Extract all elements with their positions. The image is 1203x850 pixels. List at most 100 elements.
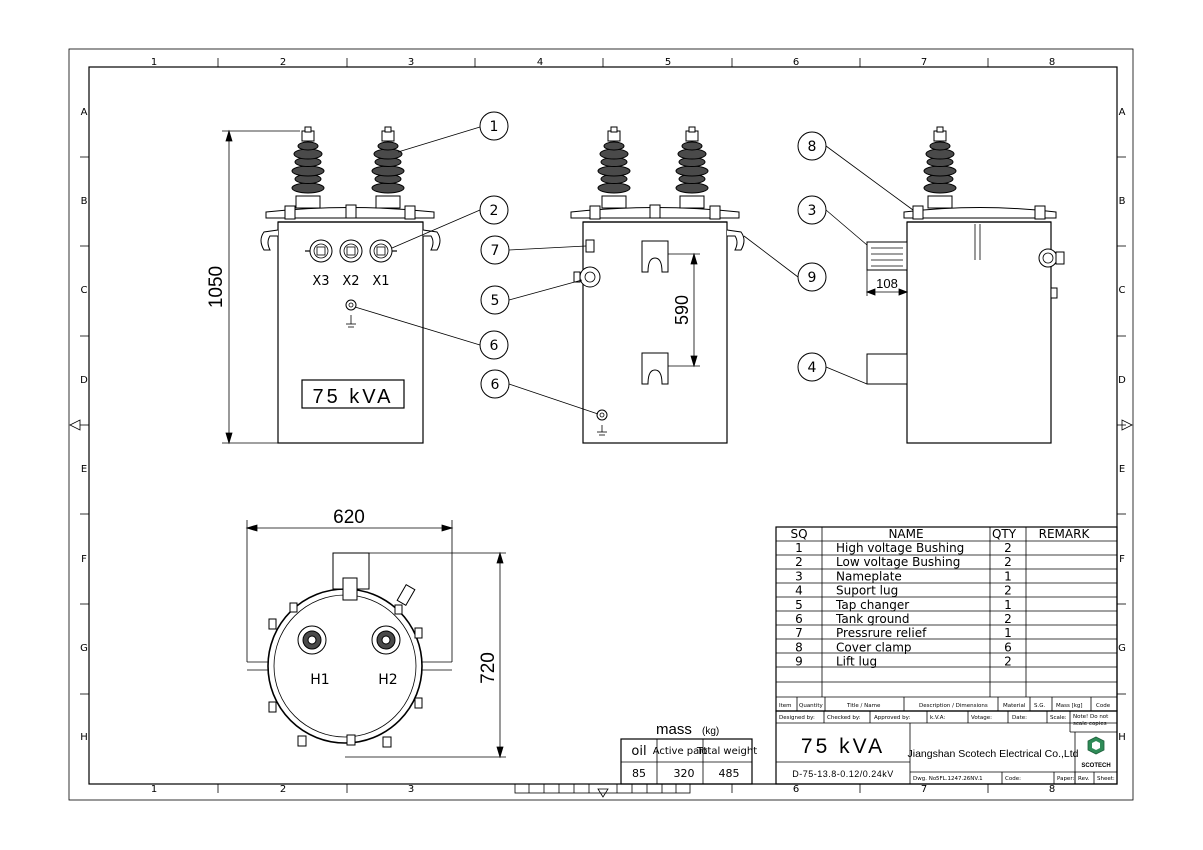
- bom-cell-sq: 2: [795, 555, 803, 569]
- bom-cell-qty: 2: [1004, 655, 1012, 669]
- row-label: C: [81, 285, 88, 296]
- front-view: X3 X2 X1 75 kVA 1050 1 2: [206, 111, 509, 445]
- hv-terminal-label: H2: [378, 672, 397, 688]
- title-cell: Note! Do not: [1073, 714, 1109, 720]
- bom-footer-cell: Mass [kg]: [1056, 703, 1083, 709]
- balloon-label: 7: [491, 243, 500, 259]
- balloon-label: 2: [490, 203, 499, 219]
- col-label: 1: [151, 57, 157, 68]
- balloon-label: 5: [491, 293, 500, 309]
- bom-cell-qty: 6: [1004, 640, 1012, 654]
- row-label: F: [81, 554, 87, 565]
- hv-bushing: [291, 126, 325, 209]
- balloon-label: 6: [490, 338, 499, 354]
- title-cell: Approved by:: [874, 715, 910, 721]
- bom-footer-cell: Item: [779, 703, 792, 709]
- bom-footer-cell: Description / Dimensions: [919, 703, 988, 709]
- title-cell: Votage:: [971, 715, 992, 721]
- dwg-no: 5FL.1247.26NV.1: [936, 776, 983, 782]
- row-label: H: [1118, 732, 1126, 743]
- col-label: 8: [1049, 57, 1055, 68]
- bom-cell-name: Tank ground: [835, 612, 910, 626]
- lv-terminal-label: X1: [372, 274, 389, 289]
- balloon-label: 1: [490, 119, 499, 135]
- hv-terminal-label: H1: [310, 672, 329, 688]
- balloon-label: 3: [808, 203, 817, 219]
- row-label: F: [1119, 554, 1125, 565]
- hv-bushing: [675, 126, 709, 209]
- row-label: D: [1118, 375, 1126, 386]
- bom-cell-name: Pressrure relief: [836, 626, 927, 640]
- title-cell: scale copies: [1073, 721, 1107, 727]
- bom-cell-sq: 8: [795, 640, 803, 654]
- row-label: B: [81, 196, 88, 207]
- mass-value: 485: [719, 767, 740, 780]
- bom-cell-name: Lift lug: [836, 655, 877, 669]
- mass-header: Total weight: [696, 746, 757, 757]
- bom-cell-qty: 1: [1004, 626, 1012, 640]
- hv-bushing: [371, 126, 405, 209]
- dim-lug-spacing: 590: [672, 295, 692, 325]
- dim-height: 1050: [206, 266, 227, 308]
- col-label: 6: [793, 784, 799, 795]
- bom-cell-name: Suport lug: [836, 584, 898, 598]
- row-label: G: [1118, 643, 1126, 654]
- nameplate: [866, 241, 908, 271]
- col-label: 7: [921, 57, 927, 68]
- logo-text: SCOTECH: [1081, 763, 1110, 769]
- row-label: A: [81, 107, 88, 118]
- mass-value: 320: [674, 767, 695, 780]
- lv-bushings: [305, 239, 397, 263]
- bom-cell-qty: 1: [1004, 569, 1012, 583]
- bom-header: REMARK: [1039, 527, 1091, 541]
- bom-cell-sq: 5: [795, 598, 803, 612]
- bom-cell-qty: 2: [1004, 584, 1012, 598]
- bom-cell-qty: 1: [1004, 598, 1012, 612]
- company-name: Jiangshan Scotech Electrical Co.,Ltd: [907, 748, 1078, 760]
- bom-footer-cell: S.G.: [1034, 703, 1046, 709]
- code-label: Code:: [1005, 776, 1021, 782]
- bom-cell-qty: 2: [1004, 555, 1012, 569]
- mass-header: Active part: [653, 746, 708, 757]
- mass-unit: (kg): [702, 726, 719, 737]
- bom-cell-sq: 6: [795, 612, 803, 626]
- balloon-label: 9: [808, 270, 817, 286]
- title-cell: Scale:: [1050, 715, 1067, 721]
- drawing-frame: 1 2 3 4 5 6 7 8 1 2 3 6 7 8 A B C D E F …: [68, 48, 1134, 801]
- mass-table: mass (kg) oil Active part Total weight 8…: [620, 721, 757, 785]
- col-label: 5: [665, 57, 671, 68]
- balloon-label: 8: [808, 139, 817, 155]
- title-block: Designed by: Checked by: Approved by: k.…: [775, 710, 1118, 785]
- mass-value: 85: [632, 767, 646, 780]
- paper-label: Paper:: [1057, 776, 1074, 782]
- bom-footer-cell: Material: [1003, 703, 1026, 709]
- rating-box: [301, 379, 405, 409]
- title-rating: 75 kVA: [801, 735, 885, 758]
- balloon-label: 4: [808, 360, 817, 376]
- bom-header: QTY: [992, 527, 1017, 541]
- bom-cell-sq: 3: [795, 569, 803, 583]
- title-cell: Checked by:: [827, 715, 861, 721]
- hv-bushing: [923, 126, 957, 209]
- top-view: H1 H2 620 720: [245, 507, 506, 759]
- sheet-label: Sheet:: [1097, 776, 1115, 782]
- bom-cell-qty: 2: [1004, 612, 1012, 626]
- row-label: H: [80, 732, 88, 743]
- dwg-no-label: Dwg. No.: [913, 776, 938, 782]
- col-label: 2: [280, 57, 286, 68]
- side-view: 590 7 5 6 9: [480, 126, 827, 444]
- lv-terminal-label: X2: [342, 274, 359, 289]
- model-code: D-75-13.8-0.12/0.24kV: [792, 769, 894, 779]
- row-label: E: [1119, 464, 1125, 475]
- col-label: 6: [793, 57, 799, 68]
- bom-cell-name: Tap changer: [835, 598, 909, 612]
- bom-cell-name: Nameplate: [836, 569, 902, 583]
- mass-title: mass: [656, 721, 692, 738]
- bom-cell-sq: 7: [795, 626, 803, 640]
- bom-footer-cell: Code: [1096, 703, 1111, 709]
- title-cell: Designed by:: [779, 715, 815, 721]
- col-label: 8: [1049, 784, 1055, 795]
